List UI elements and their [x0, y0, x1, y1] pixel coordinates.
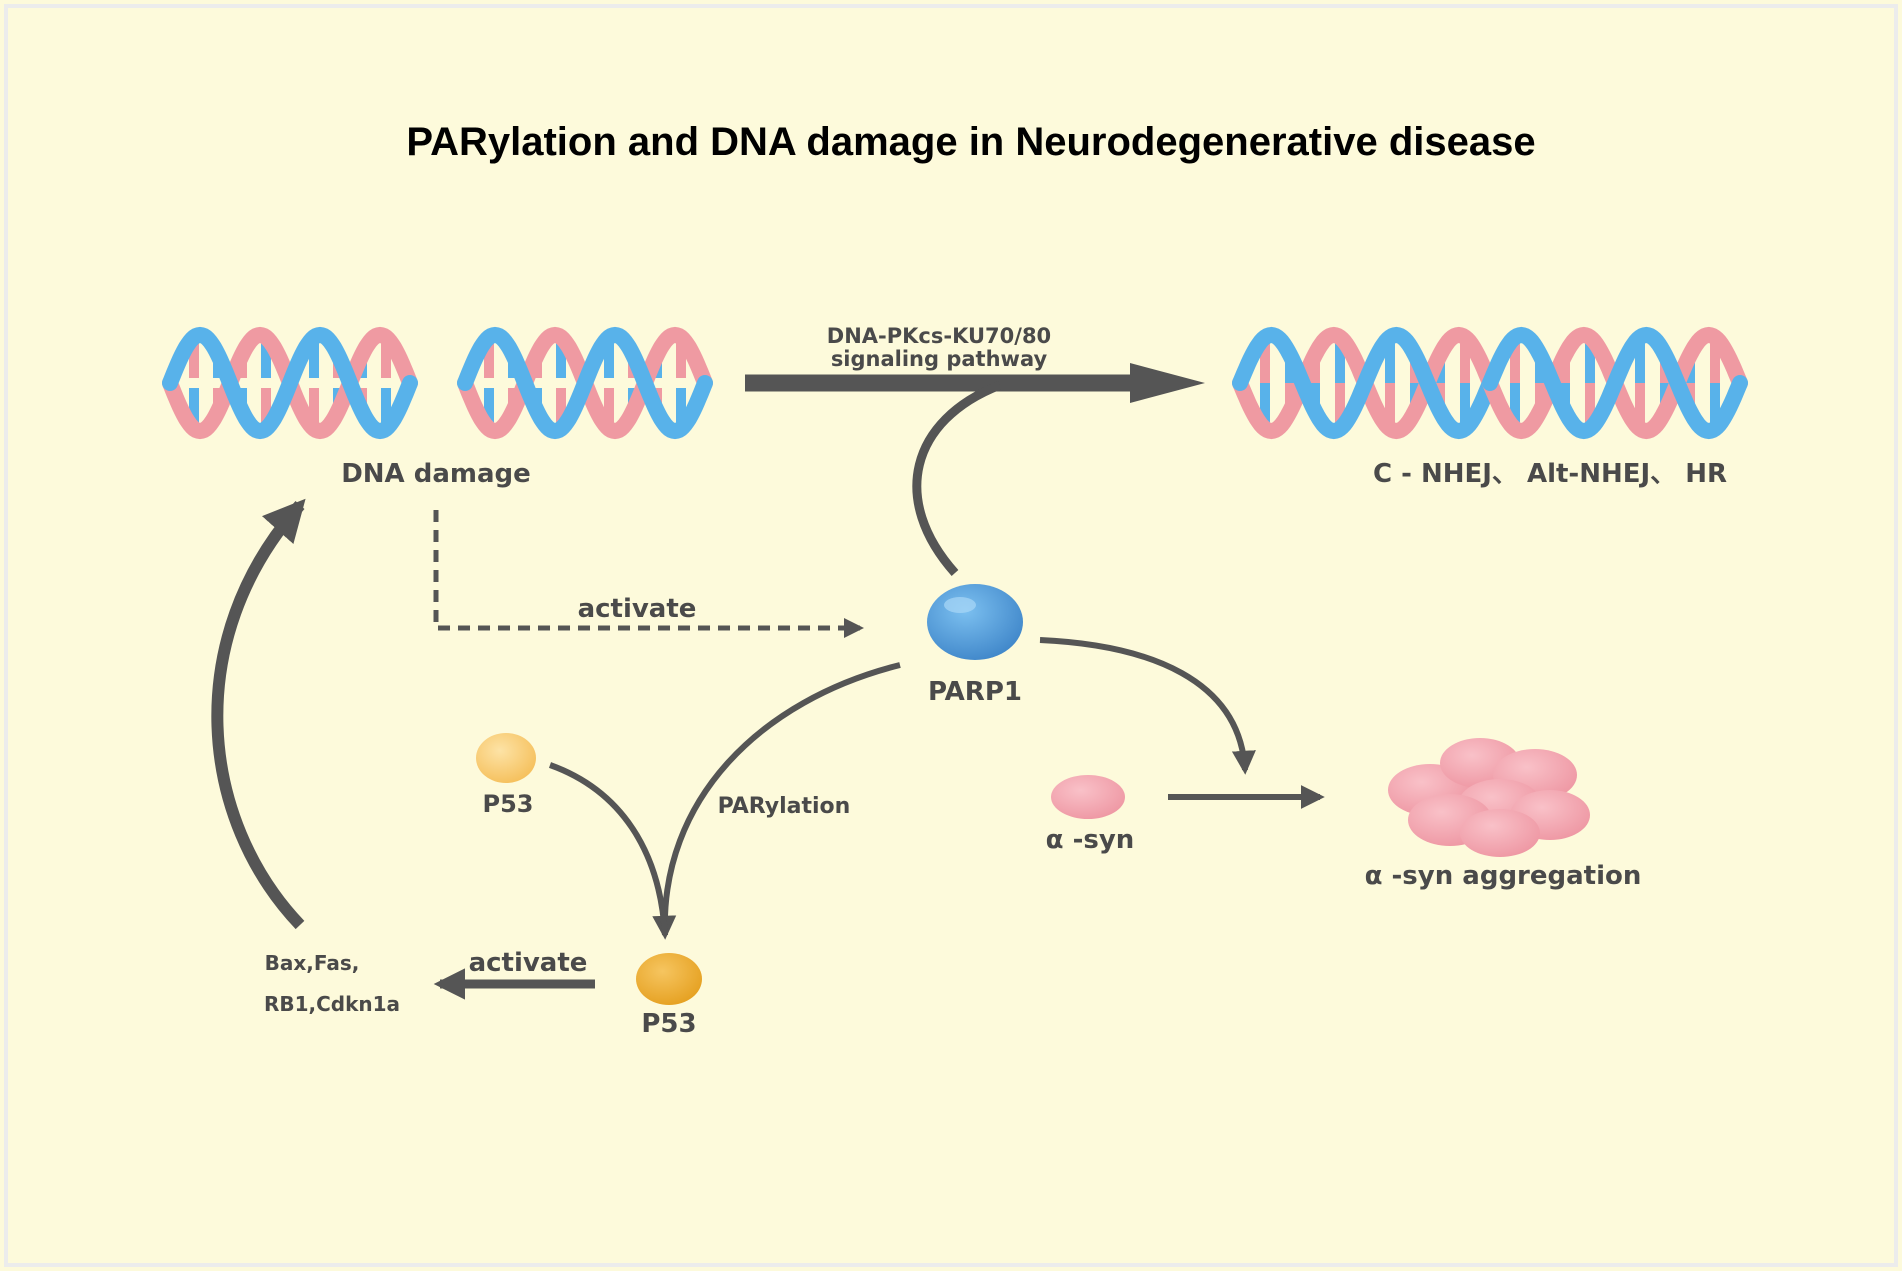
dna-damage-helix-right	[457, 326, 713, 440]
alpha-syn-aggregate	[1388, 738, 1590, 857]
alpha-syn-protein	[1051, 775, 1125, 819]
activate-bottom-label: activate	[469, 948, 588, 978]
p53-protein-top	[476, 733, 536, 783]
p53-top-label: P53	[483, 790, 534, 818]
alpha-syn-label: α -syn	[1046, 825, 1135, 855]
diagram-title: PARylation and DNA damage in Neurodegene…	[406, 120, 1535, 164]
parp1-label: PARP1	[928, 677, 1022, 707]
dna-repaired-helix-right	[1482, 326, 1748, 440]
p53-bottom-label: P53	[641, 1009, 696, 1039]
parylation-arrow	[652, 662, 901, 940]
alpha-syn-aggregation-label: α -syn aggregation	[1365, 861, 1642, 891]
dna-repaired-helix-left	[1232, 326, 1498, 440]
dna-damage-label: DNA damage	[341, 459, 531, 489]
parp1-protein	[927, 584, 1023, 660]
parylation-label: PARylation	[718, 794, 851, 819]
activate-dashed-arrow	[433, 510, 864, 638]
repair-pathways-label: C - NHEJ、 Alt-NHEJ、 HR	[1373, 459, 1727, 489]
parp1-highlight	[944, 597, 976, 613]
page-border	[4, 4, 1898, 1267]
targets-label-line1: Bax,Fas,	[265, 951, 360, 975]
p53-top-to-p53-arrow	[548, 762, 668, 936]
parp1-to-pathway-arrow	[912, 380, 1002, 576]
pathway-label-line2: signaling pathway	[831, 347, 1048, 371]
targets-label-line2: RB1,Cdkn1a	[264, 992, 400, 1016]
pathway-label-line1: DNA-PKcs-KU70/80	[827, 324, 1051, 348]
dna-damage-helix-left	[162, 326, 418, 440]
feedback-arrow	[211, 498, 306, 930]
p53-protein-bottom	[636, 953, 702, 1005]
activate-dashed-label: activate	[578, 594, 697, 624]
repair-pathway-arrowhead	[1130, 363, 1205, 403]
parp1-to-aggregation-arrow	[1039, 637, 1256, 775]
